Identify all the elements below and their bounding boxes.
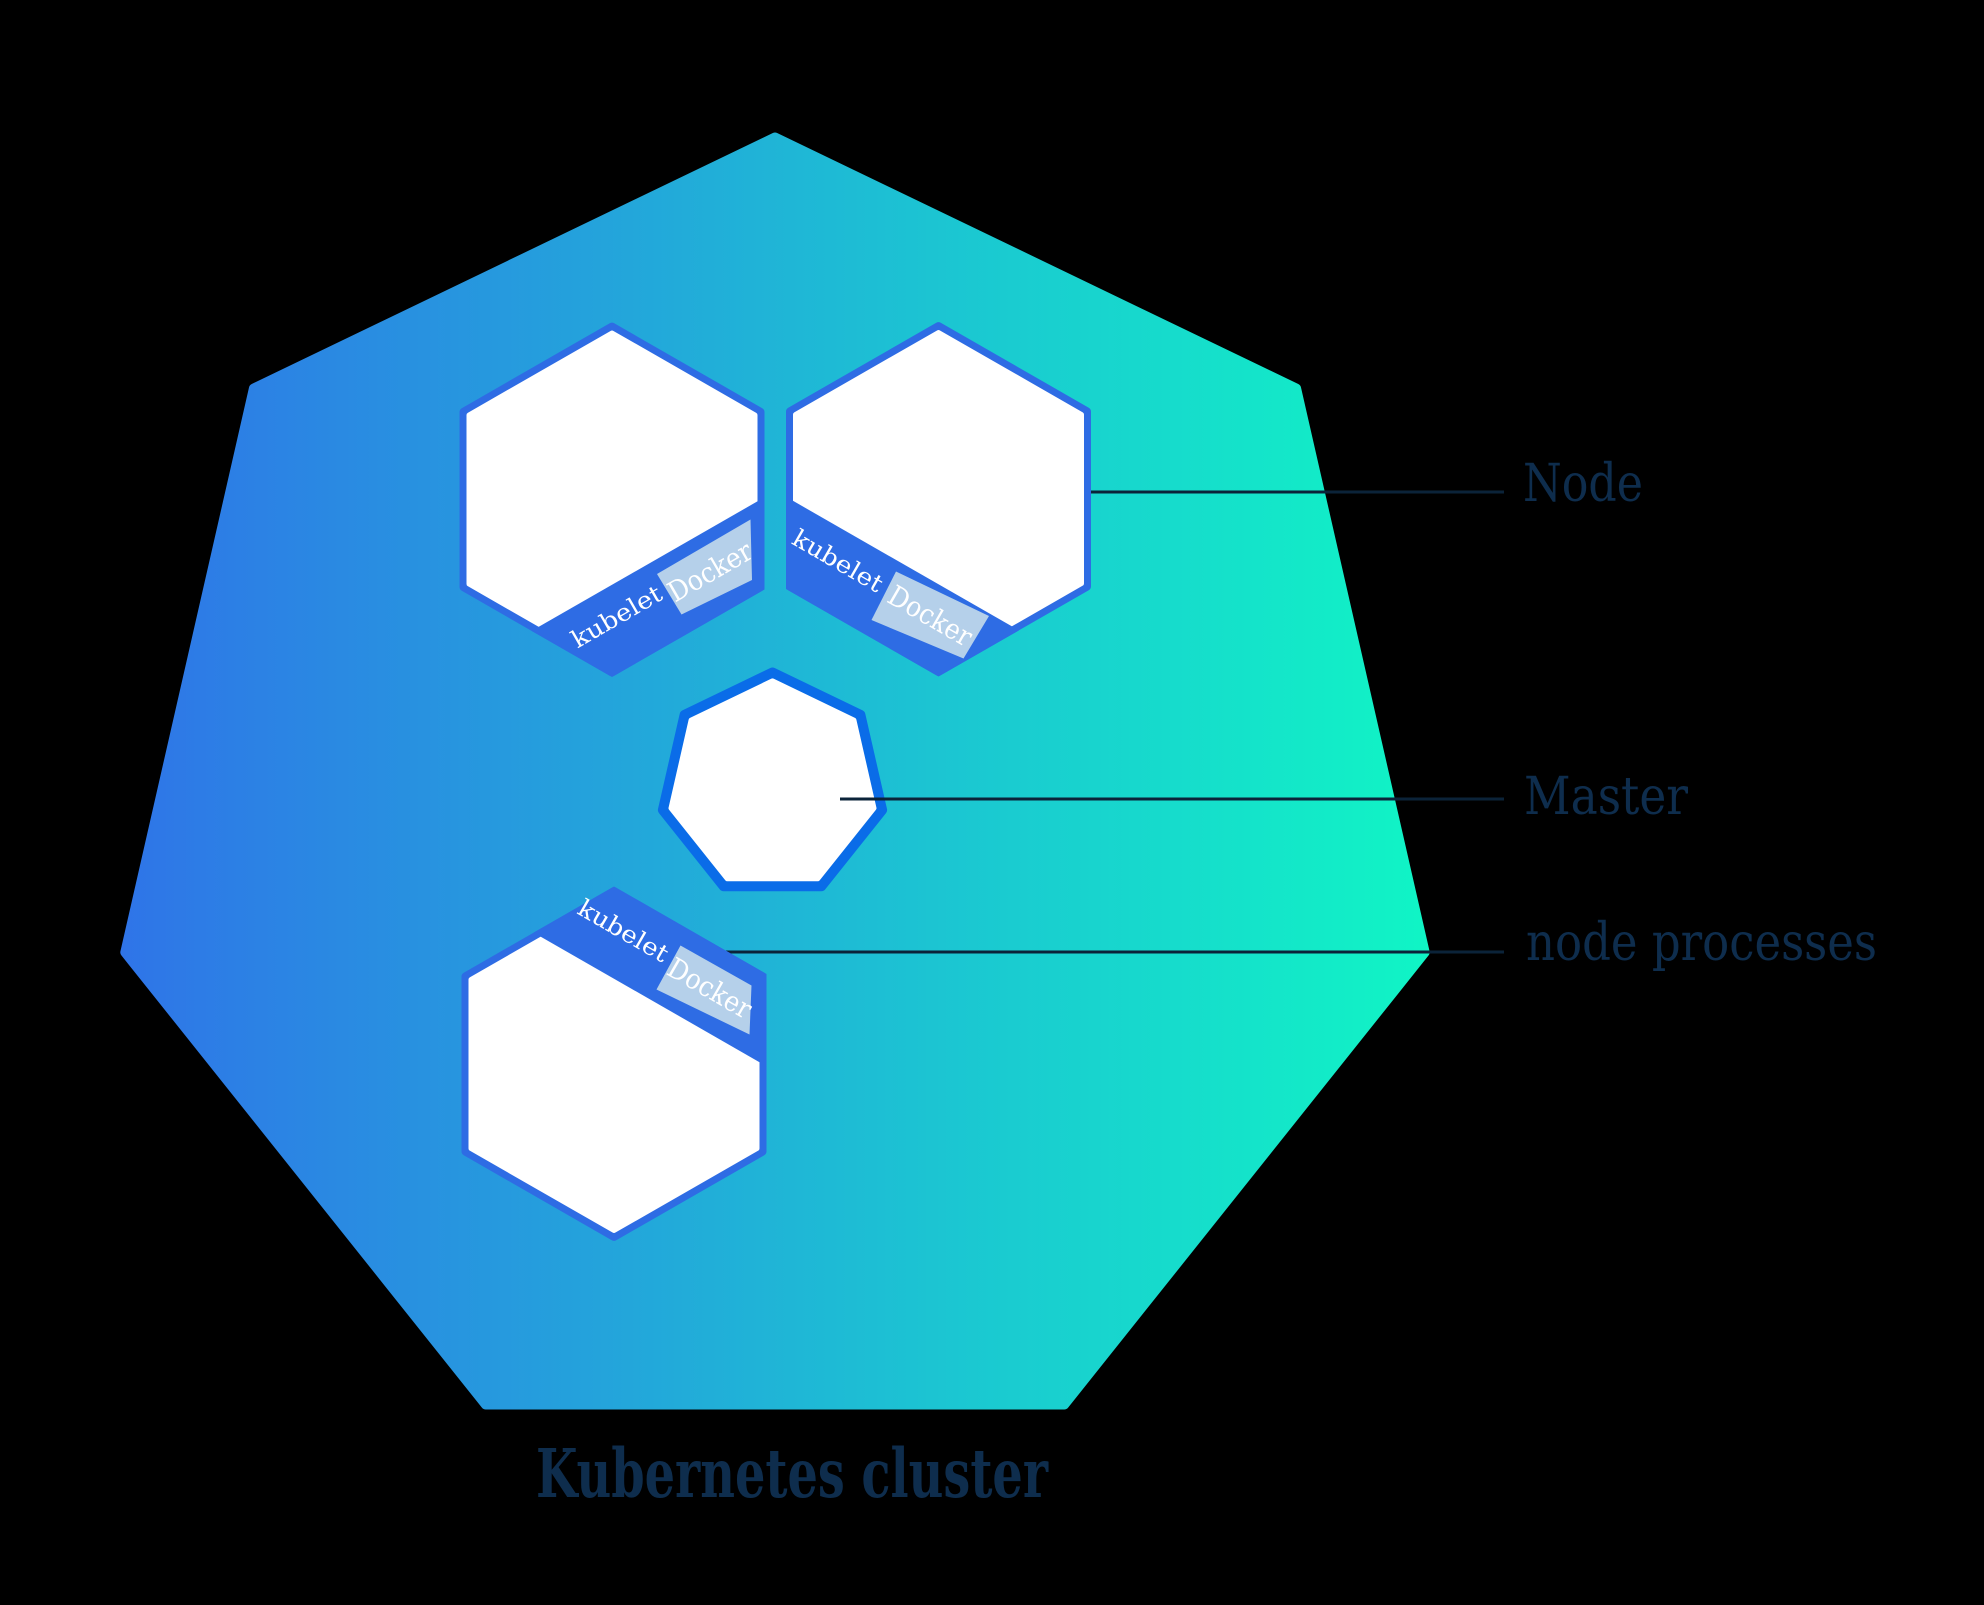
node-hexagon-3: kubelet Docker	[461, 886, 767, 1241]
master-heptagon	[657, 667, 888, 892]
node-hexagon-2: kubelet Docker	[786, 322, 1091, 677]
master-label: Master	[1524, 767, 1688, 827]
node-1-docker-patch	[657, 519, 752, 615]
node-3-docker-patch	[656, 945, 752, 1035]
node-processes-label: node processes	[1526, 913, 1877, 973]
node-label: Node	[1523, 454, 1643, 514]
diagram-title: Kubernetes cluster	[536, 1434, 1048, 1513]
master-body	[668, 678, 877, 882]
node-1-kubelet-band	[531, 497, 765, 677]
node-hexagon-1: kubelet Docker	[459, 322, 765, 677]
node-3-kubelet-band	[533, 886, 767, 1067]
node-2-docker-patch	[871, 571, 989, 659]
